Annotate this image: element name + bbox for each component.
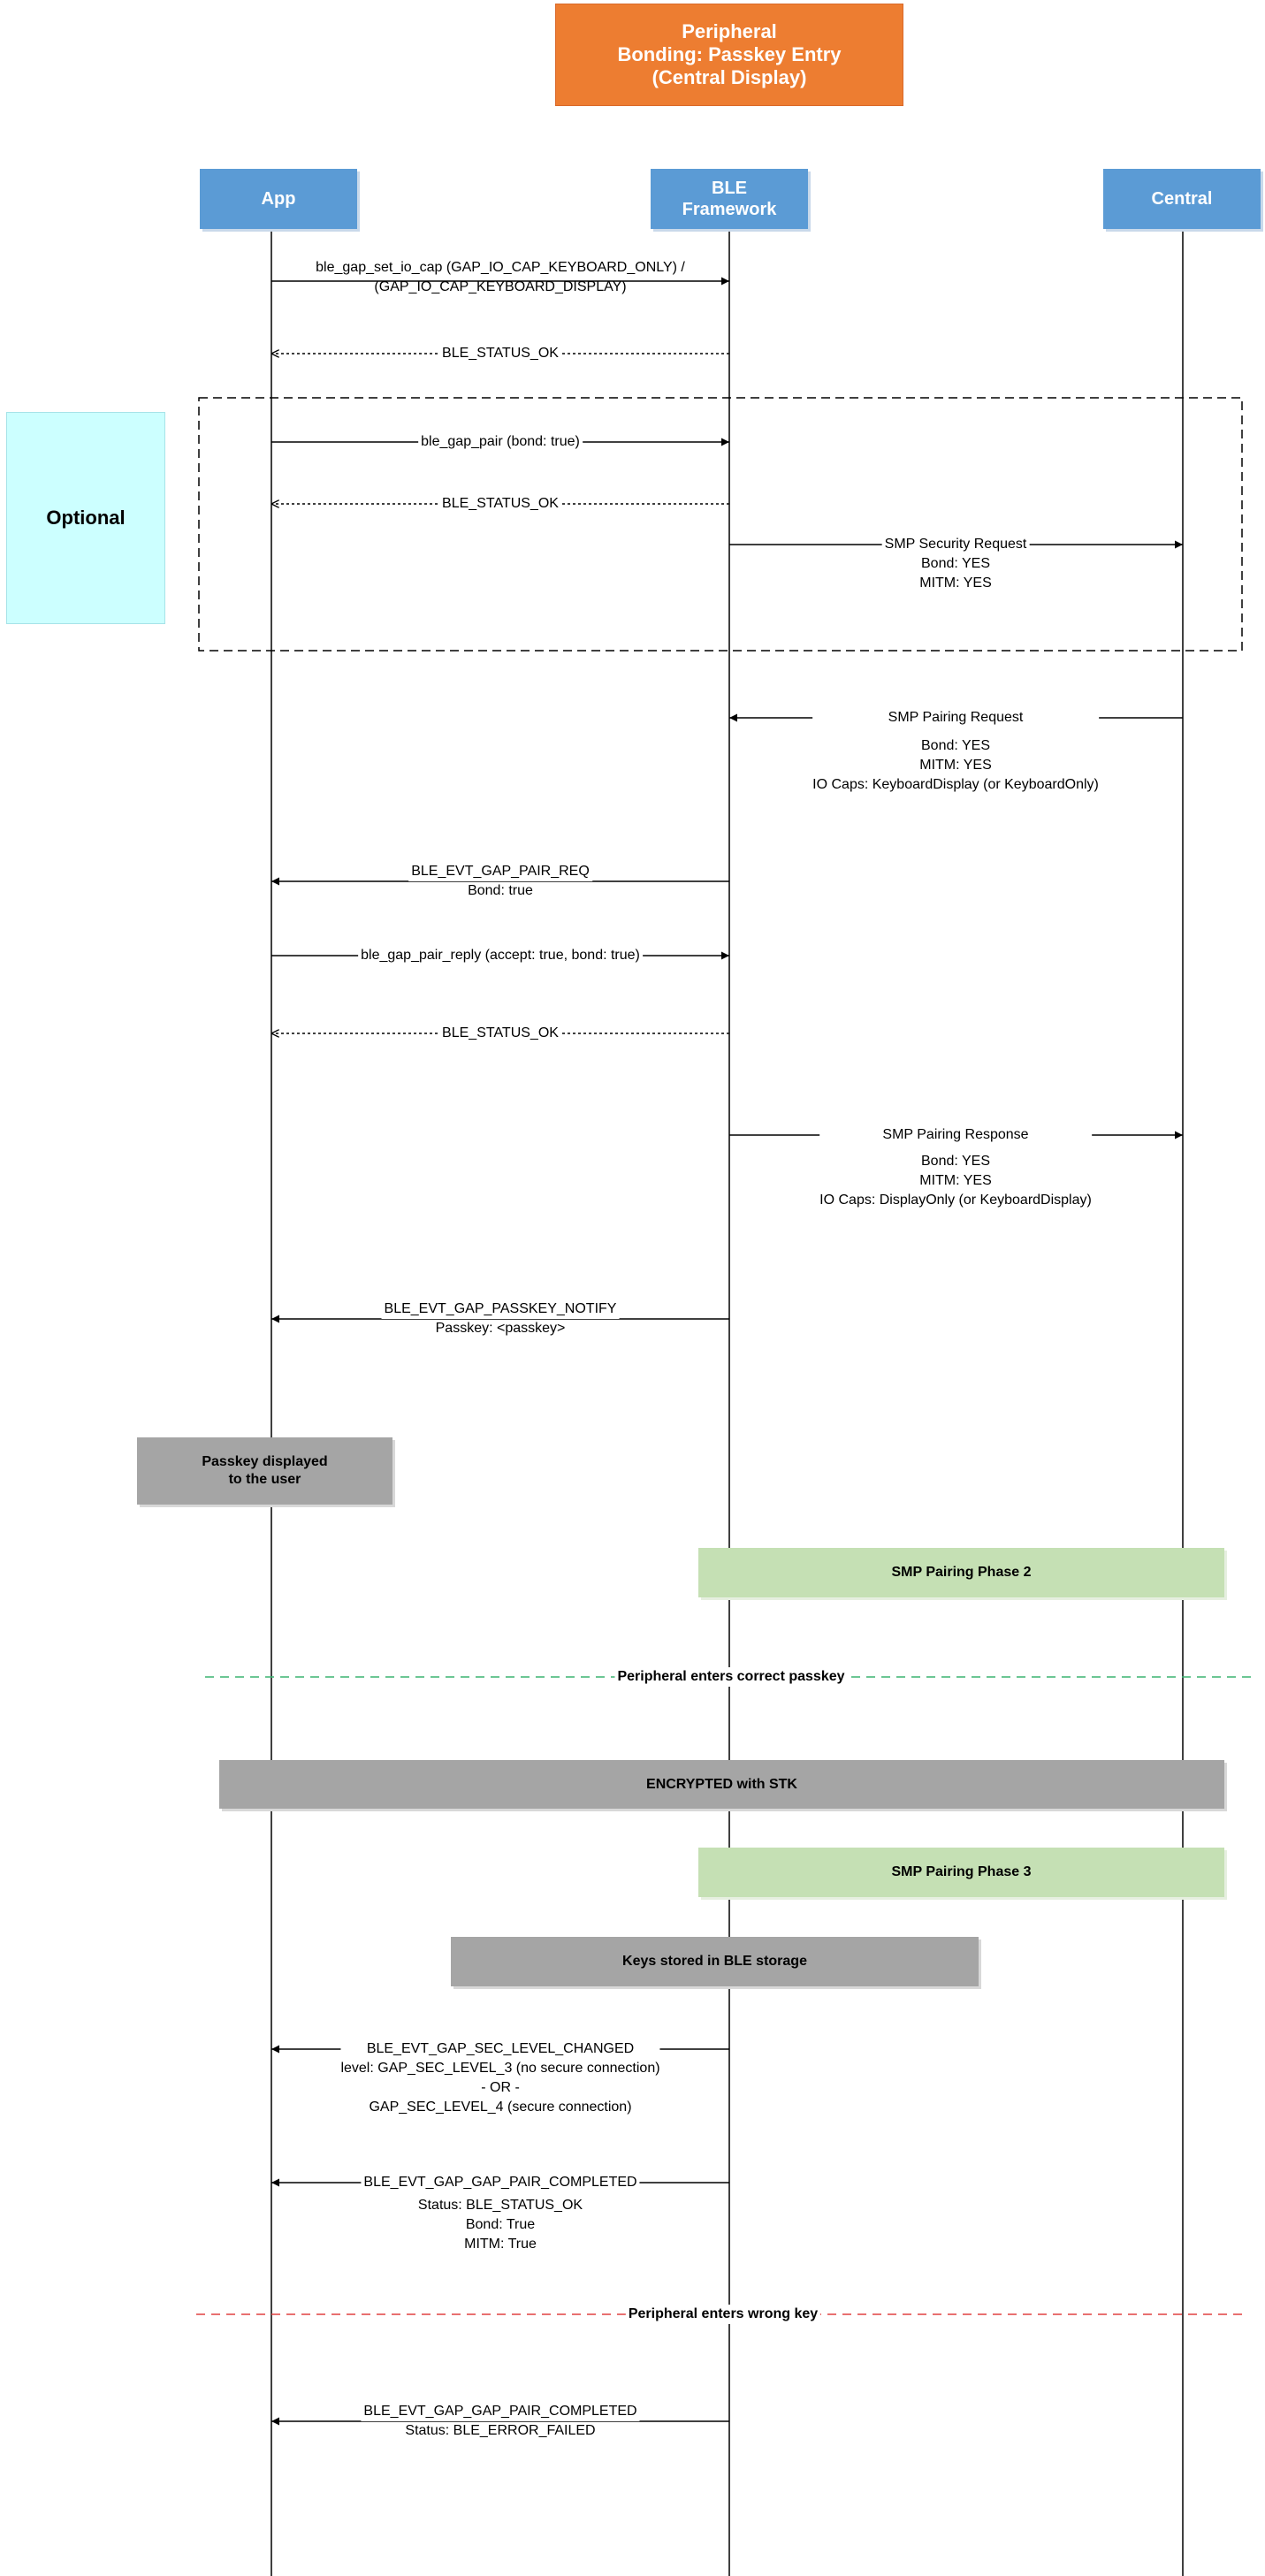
message-evt-pair-req-line1: BLE_EVT_GAP_PAIR_REQ [408,862,592,881]
message-pair-completed-ok: BLE_EVT_GAP_GAP_PAIR_COMPLETED Status: B… [361,2173,640,2254]
passkey-displayed-box: Passkey displayed to the user [137,1437,392,1505]
message-smp-security-request: SMP Security Request Bond: YES MITM: YES [881,535,1030,593]
actor-app-label: App [261,189,296,209]
message-smp-pairing-request-line1: SMP Pairing Request [812,708,1099,728]
message-pair-reply-line1: ble_gap_pair_reply (accept: true, bond: … [358,946,643,965]
message-evt-pair-req: BLE_EVT_GAP_PAIR_REQ Bond: true [408,862,592,901]
encrypted-with-stk-box: ENCRYPTED with STK [219,1760,1224,1809]
message-smp-pairing-response-line2: Bond: YES [921,1154,990,1169]
message-smp-security-request-line2: Bond: YES [921,556,990,571]
diagram-title: Peripheral Bonding: Passkey Entry (Centr… [555,4,903,106]
divider-correct-passkey-label: Peripheral enters correct passkey [614,1667,848,1687]
title-line-1: Peripheral [682,20,777,42]
actor-app: App [200,169,357,229]
message-pair-completed-failed: BLE_EVT_GAP_GAP_PAIR_COMPLETED Status: B… [361,2402,640,2441]
optional-box: Optional [6,412,165,624]
message-smp-pairing-request-line3: MITM: YES [919,758,992,773]
encrypted-with-stk-label: ENCRYPTED with STK [646,1776,797,1792]
message-pair-completed-ok-line3: Bond: True [465,2217,536,2232]
message-gap-pair-line1: ble_gap_pair (bond: true) [418,432,583,452]
message-passkey-notify: BLE_EVT_GAP_PASSKEY_NOTIFY Passkey: <pas… [381,1299,620,1338]
divider-correct-passkey-text: Peripheral enters correct passkey [614,1667,848,1687]
actor-central: Central [1103,169,1261,229]
message-set-io-cap-line2: (GAP_IO_CAP_KEYBOARD_DISPLAY) [374,279,627,294]
message-sec-level-changed-line1: BLE_EVT_GAP_SEC_LEVEL_CHANGED [340,2039,660,2059]
message-smp-pairing-response-line4: IO Caps: DisplayOnly (or KeyboardDisplay… [819,1193,1092,1208]
passkey-displayed-line2: to the user [228,1472,301,1487]
divider-wrong-key-text: Peripheral enters wrong key [625,2305,821,2324]
message-smp-pairing-request-line4: IO Caps: KeyboardDisplay (or KeyboardOnl… [812,777,1099,792]
message-set-io-cap-line1: ble_gap_set_io_cap (GAP_IO_CAP_KEYBOARD_… [313,258,688,278]
message-set-io-cap: ble_gap_set_io_cap (GAP_IO_CAP_KEYBOARD_… [313,258,688,297]
message-pair-completed-ok-line1: BLE_EVT_GAP_GAP_PAIR_COMPLETED [361,2173,640,2192]
message-pair-completed-failed-line2: Status: BLE_ERROR_FAILED [405,2423,596,2438]
title-line-2: Bonding: Passkey Entry [617,43,842,65]
message-smp-security-request-line3: MITM: YES [919,575,992,591]
actor-ble-label-1: BLE [712,179,747,198]
message-gap-pair: ble_gap_pair (bond: true) [418,432,583,452]
smp-pairing-phase2-box: SMP Pairing Phase 2 [698,1548,1224,1597]
message-status-ok-1: BLE_STATUS_OK [439,344,561,363]
message-pair-completed-failed-line1: BLE_EVT_GAP_GAP_PAIR_COMPLETED [361,2402,640,2421]
message-sec-level-changed: BLE_EVT_GAP_SEC_LEVEL_CHANGED level: GAP… [340,2039,660,2117]
message-smp-security-request-line1: SMP Security Request [881,535,1030,554]
message-smp-pairing-request-line2: Bond: YES [921,738,990,753]
divider-wrong-key-label: Peripheral enters wrong key [625,2305,821,2324]
message-smp-pairing-response-line3: MITM: YES [919,1173,992,1188]
message-evt-pair-req-line2: Bond: true [468,883,533,898]
optional-label: Optional [46,507,126,529]
smp-pairing-phase2-label: SMP Pairing Phase 2 [891,1565,1032,1580]
message-sec-level-changed-line3: - OR - [481,2080,520,2095]
keys-stored-box: Keys stored in BLE storage [451,1937,979,1986]
actor-ble-framework: BLE Framework [651,169,808,229]
message-smp-pairing-response: SMP Pairing Response Bond: YES MITM: YES… [819,1125,1092,1210]
passkey-displayed-line1: Passkey displayed [202,1454,328,1469]
message-pair-completed-ok-line2: Status: BLE_STATUS_OK [417,2198,583,2213]
message-passkey-notify-line2: Passkey: <passkey> [435,1321,566,1336]
actor-central-label: Central [1151,189,1213,209]
optional-region [198,397,1243,652]
message-pair-completed-ok-line4: MITM: True [464,2237,537,2252]
message-status-ok-1-line1: BLE_STATUS_OK [439,344,561,363]
title-line-3: (Central Display) [652,66,807,88]
message-status-ok-3-line1: BLE_STATUS_OK [439,1024,561,1043]
message-status-ok-3: BLE_STATUS_OK [439,1024,561,1043]
message-status-ok-2: BLE_STATUS_OK [439,494,561,514]
message-pair-reply: ble_gap_pair_reply (accept: true, bond: … [358,946,643,965]
message-sec-level-changed-line4: GAP_SEC_LEVEL_4 (secure connection) [369,2100,632,2115]
message-smp-pairing-request: SMP Pairing Request Bond: YES MITM: YES … [812,708,1099,795]
smp-pairing-phase3-label: SMP Pairing Phase 3 [891,1864,1032,1879]
message-smp-pairing-response-line1: SMP Pairing Response [819,1125,1092,1145]
keys-stored-label: Keys stored in BLE storage [622,1954,807,1969]
actor-ble-label-2: Framework [682,200,777,219]
message-passkey-notify-line1: BLE_EVT_GAP_PASSKEY_NOTIFY [381,1299,620,1319]
smp-pairing-phase3-box: SMP Pairing Phase 3 [698,1848,1224,1897]
message-sec-level-changed-line2: level: GAP_SEC_LEVEL_3 (no secure connec… [340,2061,660,2076]
message-status-ok-2-line1: BLE_STATUS_OK [439,494,561,514]
